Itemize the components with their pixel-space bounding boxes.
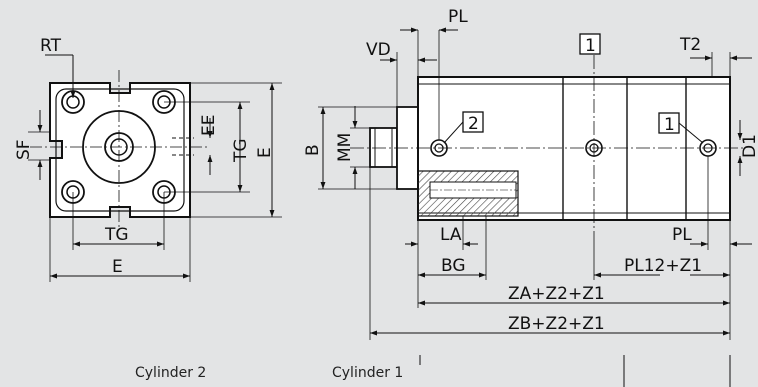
zb-label: ZB+Z2+Z1 bbox=[508, 314, 605, 334]
callout-box-1 bbox=[579, 33, 601, 55]
pl-top-label: PL bbox=[448, 7, 468, 27]
caption-cylinder-1: Cylinder 1 bbox=[332, 365, 403, 381]
front-inner-relief bbox=[55, 88, 185, 212]
front-view: RT SF EE TG E TG E bbox=[14, 36, 282, 282]
pl12-z1-label: PL12+Z1 bbox=[624, 256, 702, 276]
ee-label: EE bbox=[199, 115, 219, 136]
bg-label: BG bbox=[441, 256, 466, 276]
tg-horizontal-label: TG bbox=[104, 225, 129, 245]
e-vertical-label: E bbox=[255, 147, 275, 158]
rt-label: RT bbox=[40, 36, 62, 56]
vd-label: VD bbox=[366, 40, 391, 60]
la-label: LA bbox=[440, 225, 462, 245]
callout-2: 2 bbox=[468, 114, 479, 134]
za-label: ZA+Z2+Z1 bbox=[508, 284, 605, 304]
callout-3: 1 bbox=[664, 115, 675, 135]
e-horizontal-label: E bbox=[112, 257, 123, 277]
sf-label: SF bbox=[14, 139, 34, 160]
pl-bottom-label: PL bbox=[672, 225, 692, 245]
callout-1: 1 bbox=[585, 36, 596, 56]
piston-rod bbox=[369, 127, 398, 168]
mm-label: MM bbox=[335, 133, 355, 162]
caption-cylinder-2: Cylinder 2 bbox=[135, 365, 206, 381]
tg-vertical-label: TG bbox=[231, 138, 251, 163]
d1-label: D1 bbox=[740, 134, 758, 158]
b-label: B bbox=[303, 144, 323, 156]
t2-label: T2 bbox=[679, 35, 701, 55]
side-view: 1 2 1 PL VD T2 B MM bbox=[303, 7, 758, 340]
